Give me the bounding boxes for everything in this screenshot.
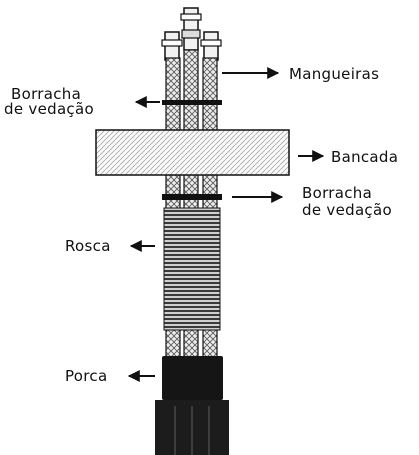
label-rosca: Rosca (65, 237, 111, 255)
label-borracha-bottom-line2: de vedação (302, 201, 392, 219)
countertop (95, 129, 290, 176)
bottom-rubber-seal (162, 194, 222, 200)
label-borracha-top-line2: de vedação (4, 100, 94, 118)
label-borracha-top-line1: Borracha (11, 85, 81, 103)
top-rubber-seal (162, 100, 222, 105)
label-porca: Porca (65, 367, 107, 385)
threaded-rod (163, 207, 221, 331)
nut (155, 356, 229, 455)
callout-arrows (127, 67, 325, 382)
nut-top (162, 356, 223, 400)
label-borracha-bottom-line1: Borracha (302, 184, 372, 202)
label-mangueiras: Mangueiras (289, 65, 379, 83)
label-bancada: Bancada (331, 148, 398, 166)
